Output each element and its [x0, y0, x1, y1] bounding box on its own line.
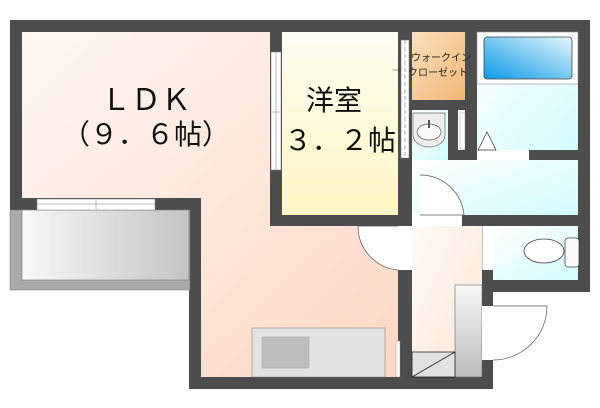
front-door[interactable] — [482, 305, 548, 361]
washroom-door[interactable] — [419, 174, 465, 216]
kitchen-counter — [251, 327, 401, 378]
shoe-cabinet — [454, 284, 483, 378]
window-balcony — [36, 198, 156, 211]
balcony — [9, 209, 191, 291]
room-western-size: ３．２帖 — [284, 124, 396, 157]
closet-label-line1: ウォークイン — [411, 52, 471, 64]
walk-in-closet: ウォークイン クローゼット — [393, 32, 471, 100]
room-western: 洋室 ３．２帖 — [282, 32, 398, 215]
room-western-name: 洋室 — [306, 84, 362, 117]
toilet-icon — [523, 238, 565, 264]
closet-label-line2: クローゼット — [408, 67, 468, 79]
hallway — [411, 226, 483, 378]
stove-icon — [261, 336, 310, 369]
wash-room — [412, 110, 578, 226]
bathtub-basin — [483, 36, 573, 80]
bath-step-icon — [477, 131, 497, 151]
ldk-door[interactable] — [357, 225, 412, 271]
window-western-sliding — [270, 51, 282, 171]
bathroom — [476, 31, 579, 160]
room-ldk-name: ＬＤＫ — [101, 83, 191, 118]
room-ldk-size: （９．６帖） — [62, 118, 230, 151]
room-ldk: ＬＤＫ （９．６帖） — [22, 32, 398, 377]
closet-sliding-door[interactable] — [400, 39, 410, 159]
